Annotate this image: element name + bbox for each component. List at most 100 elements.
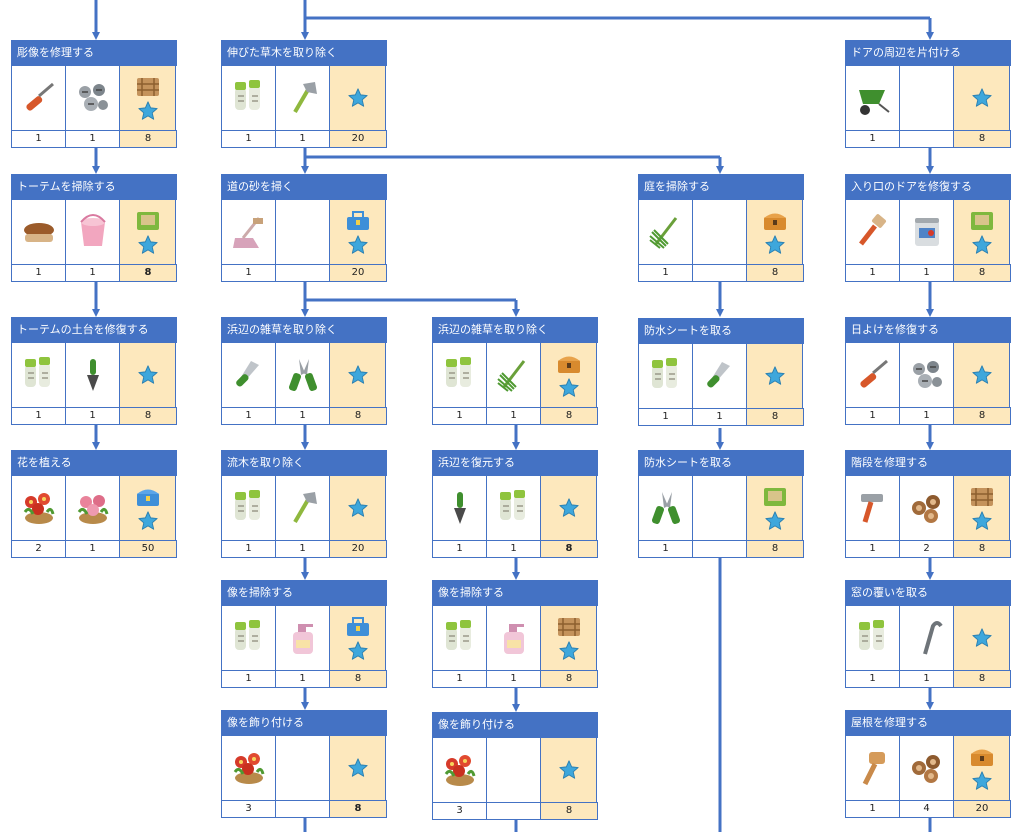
reward-amount: 8 [954,671,1010,687]
item-count [693,541,747,557]
reward-cell [954,606,1010,670]
blue-toolbox-icon [346,210,369,230]
reward-amount: 8 [541,541,597,557]
item-cell [433,606,487,670]
reward-amount: 8 [954,541,1010,557]
task-title: 浜辺の雑草を取り除く [221,317,387,343]
blue-star-icon [137,510,158,530]
item-count: 1 [66,131,120,147]
gloves-icon [445,620,471,650]
item-count: 1 [66,408,120,424]
orange-chest-icon [557,356,580,373]
item-count: 1 [693,409,747,425]
task-title: 像を掃除する [221,580,387,606]
item-cell [900,736,954,800]
item-cell [276,343,330,407]
item-count: 1 [639,541,693,557]
orange-chest-icon [763,213,786,230]
item-cell [433,343,487,407]
item-cell [900,343,954,407]
item-count: 1 [487,541,541,557]
item-cell [276,736,330,800]
item-cell [639,476,693,540]
task-title: 像を飾り付ける [221,710,387,736]
item-count: 1 [276,408,330,424]
blue-star-icon [347,234,368,254]
item-count: 1 [276,131,330,147]
item-cell [222,606,276,670]
blue-star-icon [971,234,992,254]
task-items [221,736,387,800]
item-cell [846,66,900,130]
hatchet-icon [292,492,317,524]
blue-star-icon [764,510,785,530]
item-count: 1 [846,671,900,687]
task-title: トーテムの土台を修復する [11,317,177,343]
reward-amount: 20 [330,541,386,557]
reward-cell [541,606,597,670]
crowbar-icon [922,621,943,655]
screwdriver-icon [25,82,54,111]
reward-cell [120,200,176,264]
item-count: 2 [12,541,66,557]
item-cell [900,606,954,670]
item-count: 1 [487,671,541,687]
item-cell [66,476,120,540]
soap-bottle-icon [503,624,524,654]
mallet-icon [862,752,885,786]
green-crate-icon [136,211,159,230]
reward-cell [954,736,1010,800]
trowel-icon [453,492,466,524]
rake-icon [496,360,525,392]
item-cell [66,200,120,264]
item-count: 1 [433,671,487,687]
task-title: トーテムを掃除する [11,174,177,200]
item-count: 1 [222,131,276,147]
item-cell [639,200,693,264]
item-cell [487,476,541,540]
item-cell [222,736,276,800]
task-items [221,476,387,540]
item-count: 1 [12,408,66,424]
item-count: 1 [487,408,541,424]
reward-cell [747,476,803,540]
reward-cell [330,200,386,264]
item-count: 1 [846,265,900,281]
scrub-brush-icon [23,223,54,242]
task-title: 花を植える [11,450,177,476]
gloves-icon [858,620,884,650]
task-items [845,200,1011,264]
reward-cell [330,343,386,407]
task-title: 流木を取り除く [221,450,387,476]
reward-amount: 8 [747,541,803,557]
